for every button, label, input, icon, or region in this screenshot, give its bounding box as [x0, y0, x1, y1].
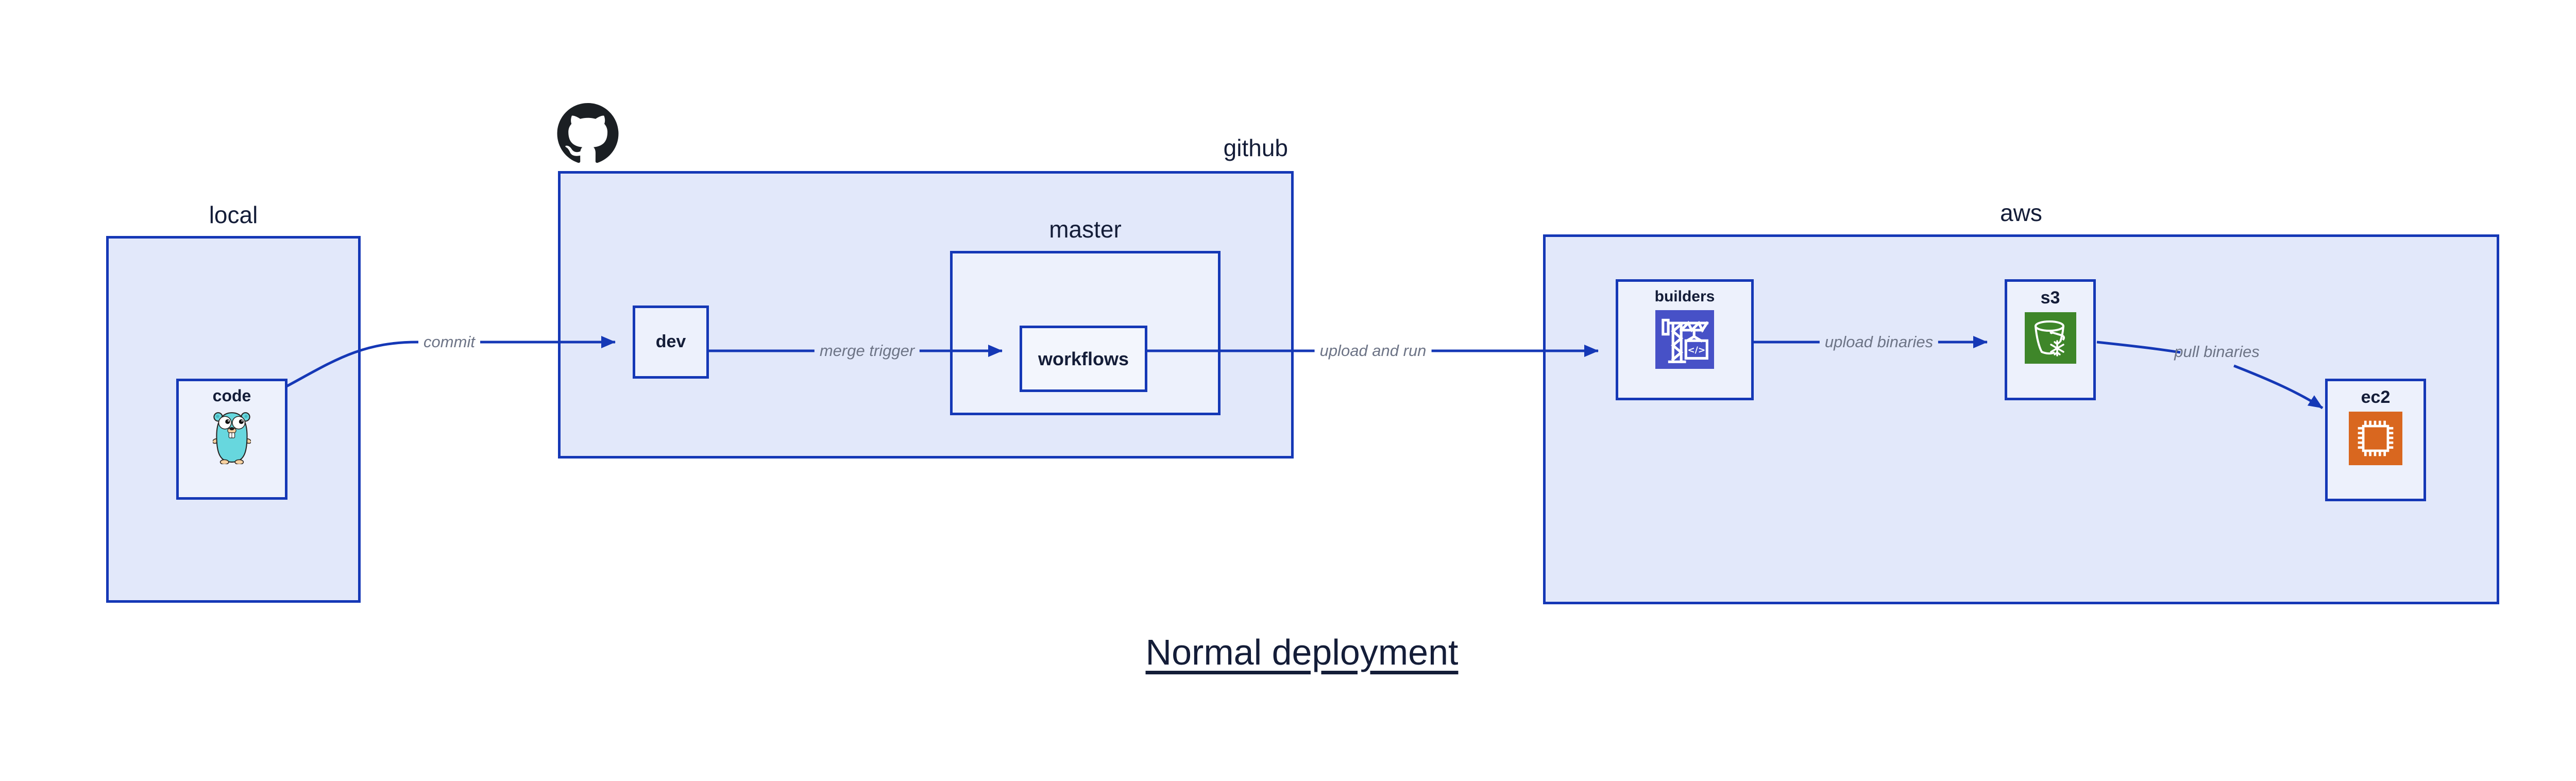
local-group-label: local — [209, 201, 258, 228]
ec2-node-label: ec2 — [2361, 387, 2391, 407]
dev-node: dev — [633, 305, 709, 379]
s3-bucket-icon — [2024, 312, 2076, 366]
pull-binaries-edge-label: pull binaries — [2174, 343, 2260, 361]
s3-node-label: s3 — [2040, 288, 2060, 308]
workflows-node: workflows — [1020, 326, 1147, 392]
upload-and-run-edge-label: upload and run — [1314, 342, 1432, 360]
ec2-chip-icon — [2349, 412, 2402, 468]
code-node: code — [176, 379, 287, 500]
master-group-label: master — [1049, 216, 1122, 243]
go-gopher-icon — [212, 410, 252, 467]
merge-trigger-edge-label: merge trigger — [814, 342, 920, 360]
upload-binaries-edge-label: upload binaries — [1819, 333, 1939, 351]
workflows-node-label: workflows — [1038, 348, 1129, 369]
svg-text:</>: </> — [1687, 345, 1705, 355]
commit-edge-label: commit — [418, 333, 480, 351]
diagram-title: Normal deployment — [1145, 632, 1459, 672]
github-logo-icon — [556, 103, 619, 167]
aws-group-label: aws — [2000, 199, 2042, 226]
builders-node-label: builders — [1654, 288, 1715, 305]
s3-node: s3 — [2005, 279, 2096, 400]
dev-node-label: dev — [655, 332, 686, 352]
codebuild-crane-icon: </> — [1655, 310, 1714, 371]
builders-node: builders </> — [1616, 279, 1754, 400]
ec2-node: ec2 — [2325, 379, 2426, 501]
github-group-label: github — [1223, 134, 1288, 161]
code-node-label: code — [212, 386, 251, 405]
